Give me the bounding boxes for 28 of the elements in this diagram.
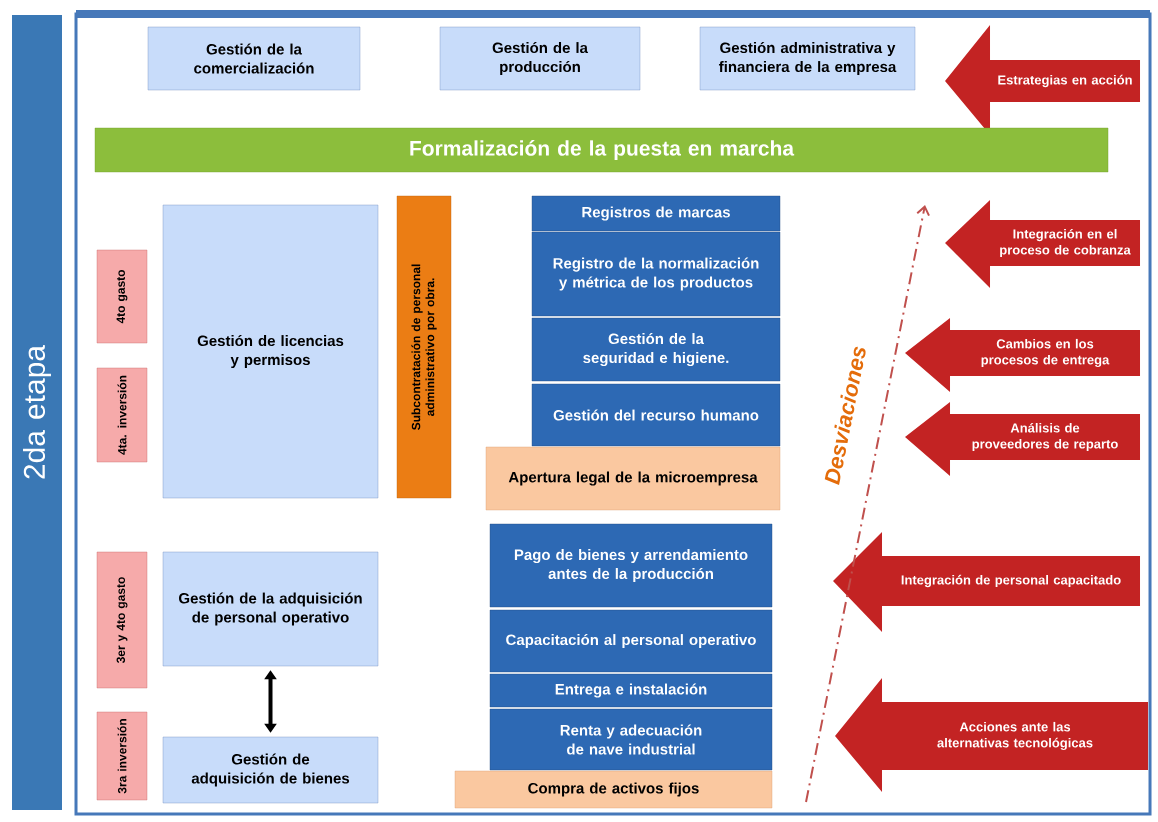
- base-block: Compra de activos fijos: [454, 770, 773, 809]
- arrow-callout: Acciones ante las alternativas tecnológicas: [835, 678, 1148, 792]
- process-box: Gestión de la comercialización: [147, 26, 361, 91]
- arrow-callout: Análisis de proveedores de reparto: [905, 402, 1140, 476]
- process-box: Subcontratación de personal administrativo por obra.: [396, 195, 452, 499]
- arrow-callout: Integración de personal capacitado: [833, 532, 1140, 632]
- process-box: Gestión administrativa y financiera de la empresa: [699, 26, 916, 91]
- process-box: Gestión de licencias y permisos: [162, 204, 379, 499]
- arrow-callout: Cambios en los procesos de entrega: [905, 318, 1140, 392]
- process-box: Gestión de la adquisición de personal operativo: [162, 551, 379, 667]
- arrow-callout: Estrategias en acción: [945, 25, 1140, 135]
- stack-block: Entrega e instalación: [489, 673, 773, 708]
- stack-block: Renta y adecuación de nave industrial: [489, 708, 773, 771]
- tag-box: 4to gasto: [96, 249, 148, 344]
- stack-block: Gestión del recurso humano: [531, 383, 781, 447]
- tag-box: 3ra inversión: [96, 711, 148, 801]
- process-box: Gestión de adquisición de bienes: [162, 736, 379, 804]
- base-block: Apertura legal de la microempresa: [485, 446, 781, 511]
- banner-bar: Formalización de la puesta en marcha: [94, 127, 1109, 173]
- stack-block: Gestión de la seguridad e higiene.: [531, 317, 781, 382]
- process-box: Gestión de la producción: [439, 26, 641, 91]
- stage-band: 2da etapa: [12, 15, 62, 810]
- arrow-callout: Integración en el proceso de cobranza: [945, 200, 1140, 288]
- stack-block: Registros de marcas: [531, 195, 781, 232]
- stack-block: Capacitación al personal operativo: [489, 609, 773, 673]
- tag-box: 4ta. inversión: [96, 367, 148, 463]
- stack-block: Pago de bienes y arrendamiento antes de la producción: [489, 523, 773, 608]
- tag-box: 3er y 4to gasto: [96, 551, 148, 689]
